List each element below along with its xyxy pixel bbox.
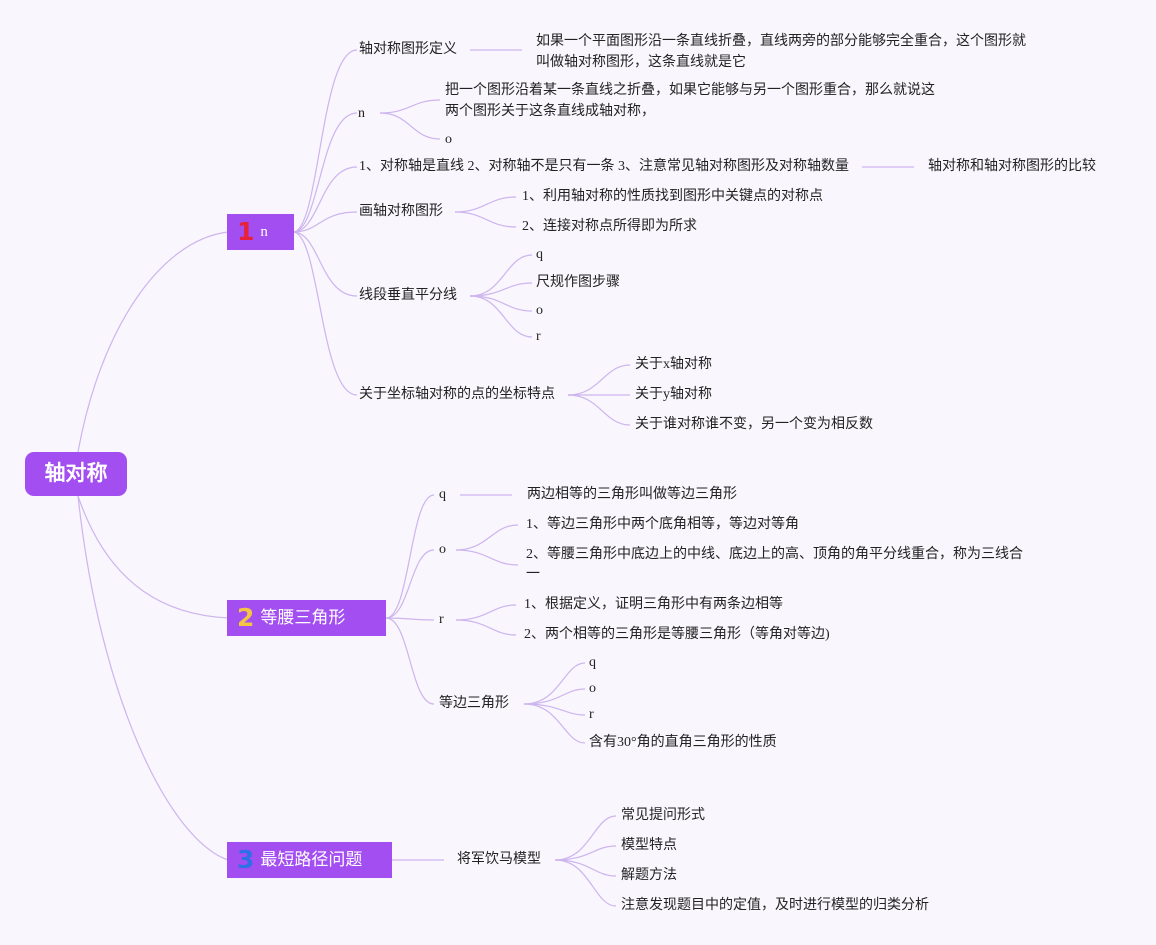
branch-label: 等腰三角形: [260, 608, 346, 627]
node-bisector-o[interactable]: o: [536, 303, 543, 318]
edge-19: [385, 494, 435, 619]
node-n-text[interactable]: 把一个图形沿着某一条直线之折叠，如果它能够与另一个图形重合，那么就说这两个图形关…: [445, 83, 935, 119]
node-model-1[interactable]: 常见提问形式: [621, 808, 705, 823]
node-o-label[interactable]: o: [439, 542, 446, 557]
branch-node-2[interactable]: 2 等腰三角形: [227, 600, 386, 636]
node-bisector-steps[interactable]: 尺规作图步骤: [536, 275, 620, 290]
edge-24: [455, 524, 519, 551]
node-bisector-q[interactable]: q: [536, 247, 543, 262]
node-q-text[interactable]: 两边相等的三角形叫做等边三角形: [527, 487, 737, 502]
node-draw-1[interactable]: 1、利用轴对称的性质找到图形中关键点的对称点: [522, 189, 823, 204]
number-two-icon: 2: [237, 603, 255, 632]
edge-28: [523, 662, 586, 705]
node-eq-q[interactable]: q: [589, 655, 596, 670]
edge-31: [523, 703, 586, 744]
node-eq-30[interactable]: 含有30°角的直角三角形的性质: [589, 735, 777, 750]
edge-20: [385, 549, 435, 619]
branch-label: 最短路径问题: [260, 850, 363, 869]
node-model-4[interactable]: 注意发现题目中的定值，及时进行模型的归类分析: [621, 898, 929, 913]
edge-30: [523, 703, 586, 716]
edge-33: [554, 815, 617, 861]
node-eq-o[interactable]: o: [589, 681, 596, 696]
edge-14: [469, 295, 533, 312]
node-r-2[interactable]: 2、两个相等的三角形是等腰三角形（等角对等边): [524, 627, 830, 642]
edge-18: [567, 394, 631, 426]
node-o-2[interactable]: 2、等腰三角形中底边上的中线、底边上的高、顶角的角平分线重合，称为三线合一: [526, 547, 1023, 582]
edge-12: [469, 254, 533, 297]
edge-11: [454, 211, 517, 228]
edge-16: [567, 364, 631, 396]
edge-25: [455, 549, 519, 566]
edge-root-branch3: [77, 495, 229, 861]
node-n-label[interactable]: n: [358, 106, 365, 121]
edge-29: [523, 688, 586, 705]
node-eq-r[interactable]: r: [589, 707, 594, 722]
number-three-icon: 3: [237, 845, 255, 874]
node-def-label[interactable]: 轴对称图形定义: [359, 42, 457, 57]
edge-10: [454, 196, 517, 213]
edge-2: [292, 166, 358, 233]
edge-root-branch2: [77, 495, 229, 619]
node-props[interactable]: 1、对称轴是直线 2、对称轴不是只有一条 3、注意常见轴对称图形及对称轴数量: [359, 159, 849, 174]
edge-8: [379, 112, 441, 140]
edge-22: [385, 617, 435, 705]
node-r-1[interactable]: 1、根据定义，证明三角形中有两条边相等: [524, 597, 783, 612]
node-bisector-r[interactable]: r: [536, 329, 541, 344]
node-model-2[interactable]: 模型特点: [621, 838, 677, 853]
edge-21: [385, 617, 435, 621]
edge-26: [455, 604, 517, 621]
branch-node-1[interactable]: 1 n: [227, 214, 294, 250]
node-eq-label[interactable]: 等边三角形: [439, 696, 509, 711]
node-n-o[interactable]: o: [445, 132, 452, 147]
edge-36: [554, 859, 617, 907]
edge-13: [469, 282, 533, 297]
node-coord-rule[interactable]: 关于谁对称谁不变，另一个变为相反数: [635, 417, 873, 432]
edge-27: [455, 619, 517, 636]
node-o-1[interactable]: 1、等边三角形中两个底角相等，等边对等角: [526, 517, 799, 532]
edge-4: [292, 231, 358, 297]
node-compare[interactable]: 轴对称和轴对称图形的比较: [928, 159, 1096, 174]
node-coord-y[interactable]: 关于y轴对称: [635, 387, 712, 402]
node-draw-2[interactable]: 2、连接对称点所得即为所求: [522, 219, 697, 234]
edge-15: [469, 295, 533, 338]
branch-label: n: [260, 224, 268, 240]
node-def-text[interactable]: 如果一个平面图形沿一条直线折叠，直线两旁的部分能够完全重合，这个图形就叫做轴对称…: [536, 34, 1026, 70]
edge-7: [379, 99, 441, 114]
edge-3: [292, 211, 358, 233]
edge-5: [292, 231, 358, 396]
edge-35: [554, 859, 617, 877]
number-one-icon: 1: [237, 217, 255, 246]
node-coord-x[interactable]: 关于x轴对称: [635, 357, 712, 372]
node-model-label[interactable]: 将军饮马模型: [457, 852, 541, 867]
edge-root-branch1: [77, 231, 229, 453]
node-draw-label[interactable]: 画轴对称图形: [359, 204, 443, 219]
node-coord-label[interactable]: 关于坐标轴对称的点的坐标特点: [359, 387, 555, 402]
branch-node-3[interactable]: 3 最短路径问题: [227, 842, 392, 878]
node-model-3[interactable]: 解题方法: [621, 868, 677, 883]
node-r-label[interactable]: r: [439, 612, 444, 627]
edge-34: [554, 845, 617, 861]
edge-1: [292, 112, 358, 233]
edge-0: [292, 49, 358, 233]
node-q-label[interactable]: q: [439, 487, 446, 502]
node-bisector-label[interactable]: 线段垂直平分线: [359, 288, 457, 303]
root-node[interactable]: 轴对称: [25, 452, 127, 496]
